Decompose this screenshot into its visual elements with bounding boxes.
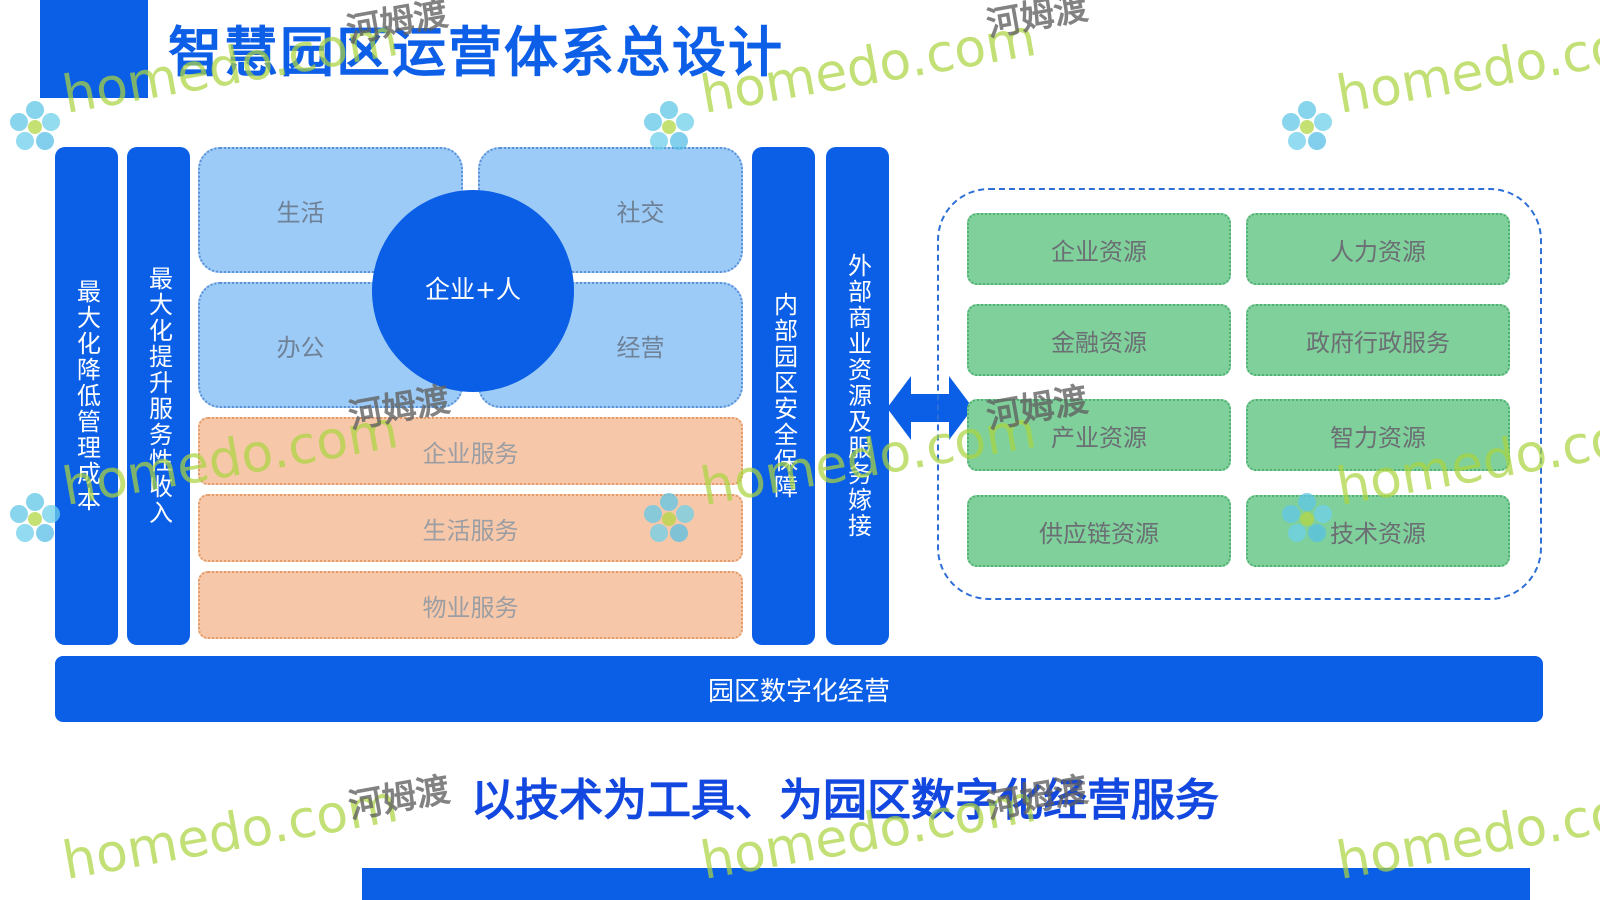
resource-supply-chain-label: 供应链资源 xyxy=(1039,519,1159,548)
resource-government-label: 政府行政服务 xyxy=(1306,328,1450,357)
double-arrow-icon xyxy=(887,376,973,440)
quadrant-life-label: 生活 xyxy=(276,198,325,227)
resource-enterprise-label: 企业资源 xyxy=(1051,237,1147,266)
flower-logo-icon xyxy=(10,101,60,150)
resource-technology-label: 技术资源 xyxy=(1330,519,1426,548)
resource-intellectual-label: 智力资源 xyxy=(1330,423,1426,452)
bottom-accent-bar xyxy=(362,868,1530,900)
service-life-label: 生活服务 xyxy=(422,516,519,545)
flower-logo-icon xyxy=(1282,101,1332,150)
service-property-label: 物业服务 xyxy=(422,593,519,622)
watermark-hemudu: 河姆渡 xyxy=(983,0,1091,45)
resource-finance-label: 金融资源 xyxy=(1051,328,1147,357)
quadrant-business-label: 经营 xyxy=(616,333,665,362)
digital-operation-label: 园区数字化经营 xyxy=(707,676,890,707)
center-circle: 企业+人 xyxy=(372,190,574,392)
resource-industry: 产业资源 xyxy=(967,399,1231,471)
bar-internal-security-label: 内部园区安全保障 xyxy=(769,292,798,500)
bar-increase-revenue-label: 最大化提升服务性收入 xyxy=(144,266,173,526)
flower-logo-icon xyxy=(10,493,60,542)
flower-logo-icon xyxy=(1282,493,1332,542)
bar-external-resources-label: 外部商业资源及服务嫁接 xyxy=(843,253,872,539)
resources-panel xyxy=(937,188,1542,600)
title-accent-block xyxy=(40,0,148,98)
bar-external-resources: 外部商业资源及服务嫁接 xyxy=(826,147,889,645)
service-property: 物业服务 xyxy=(198,571,743,639)
page-title: 智慧园区运营体系总设计 xyxy=(168,21,784,84)
digital-operation-bar: 园区数字化经营 xyxy=(55,656,1543,722)
resource-human: 人力资源 xyxy=(1246,213,1510,285)
resource-intellectual: 智力资源 xyxy=(1246,399,1510,471)
slogan: 以技术为工具、为园区数字化经营服务 xyxy=(471,775,1219,826)
center-circle-label: 企业+人 xyxy=(425,275,521,304)
resource-industry-label: 产业资源 xyxy=(1051,423,1147,452)
bar-increase-revenue: 最大化提升服务性收入 xyxy=(127,147,190,645)
quadrant-office-label: 办公 xyxy=(276,333,325,362)
flower-logo-icon xyxy=(644,101,694,150)
service-enterprise: 企业服务 xyxy=(198,417,743,485)
resource-finance: 金融资源 xyxy=(967,304,1231,376)
resource-government: 政府行政服务 xyxy=(1246,304,1510,376)
service-enterprise-label: 企业服务 xyxy=(422,439,519,468)
bar-internal-security: 内部园区安全保障 xyxy=(752,147,815,645)
bar-reduce-cost: 最大化降低管理成本 xyxy=(55,147,118,645)
bar-reduce-cost-label: 最大化降低管理成本 xyxy=(72,279,101,513)
resource-human-label: 人力资源 xyxy=(1330,237,1426,266)
resource-enterprise: 企业资源 xyxy=(967,213,1231,285)
watermark-homedo: homedo.com xyxy=(1332,7,1600,126)
quadrant-social-label: 社交 xyxy=(616,198,665,227)
flower-logo-icon xyxy=(644,493,694,542)
resource-supply-chain: 供应链资源 xyxy=(967,495,1231,567)
